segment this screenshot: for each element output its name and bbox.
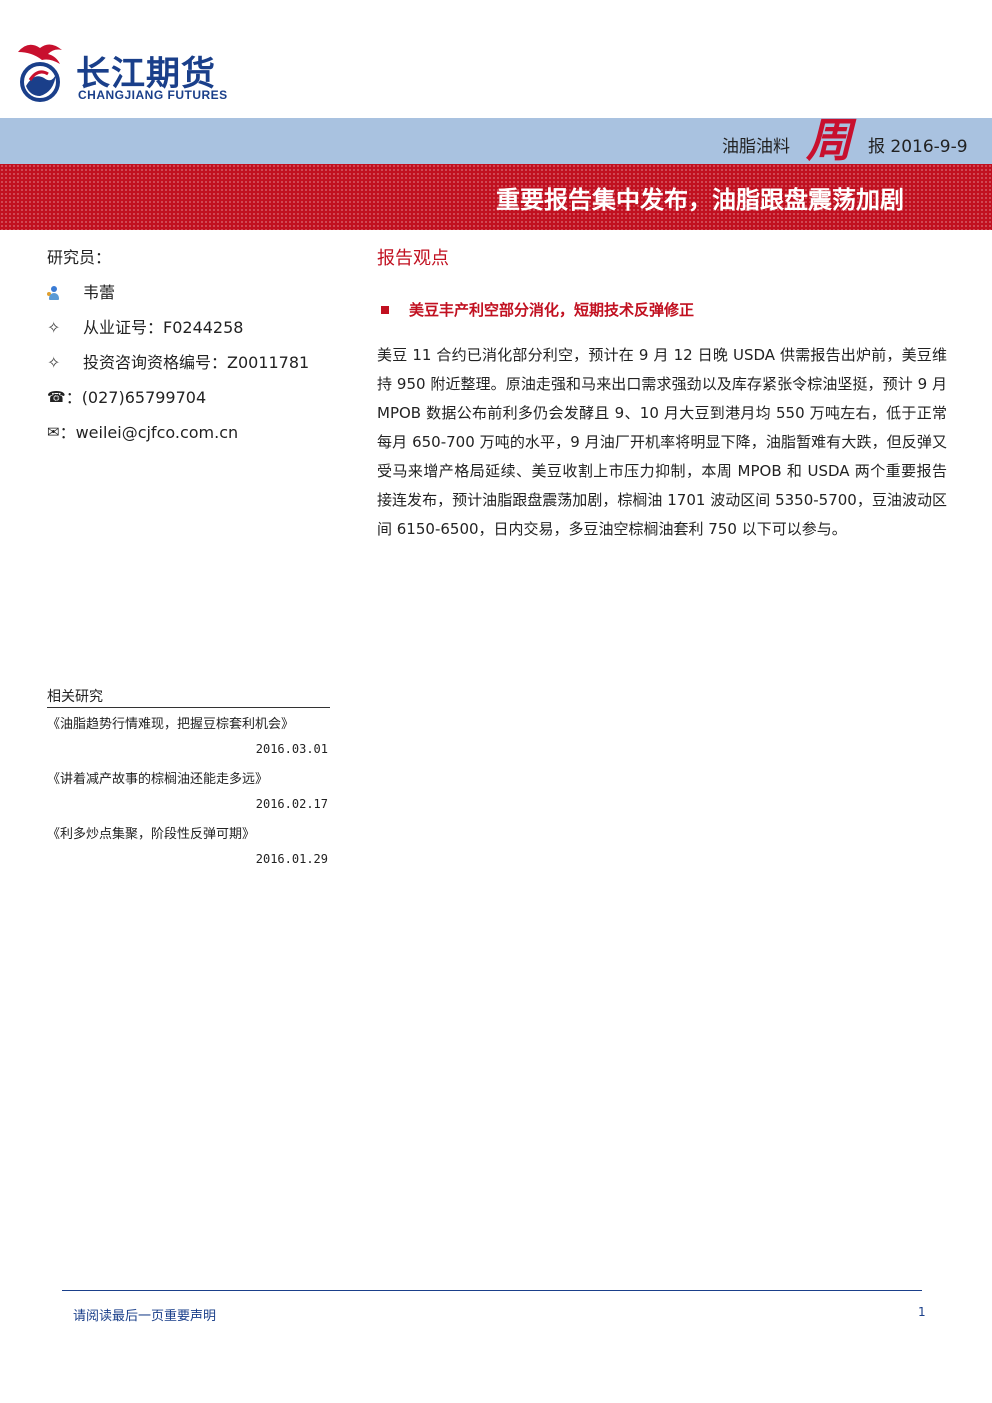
related-item-date: 2016.02.17	[255, 797, 328, 811]
email-row: ✉ ：weilei@cjfco.com.cn	[47, 415, 337, 450]
report-viewpoint: 报告观点 美豆丰产利空部分消化，短期技术反弹修正 美豆 11 合约已消化部分利空…	[377, 244, 947, 544]
footer-divider	[62, 1290, 922, 1291]
phone-number: ：(027)65799704	[65, 388, 207, 407]
related-item-title[interactable]: 《讲着减产故事的棕榈油还能走多远》	[47, 772, 269, 787]
logo-emblem-icon	[18, 44, 62, 102]
related-item-date: 2016.03.01	[255, 742, 328, 756]
advisory-number: 投资咨询资格编号：Z0011781	[83, 353, 310, 372]
square-bullet-icon	[381, 305, 389, 314]
report-type-band: 油脂油料 周 报 2016-9-9	[0, 113, 992, 167]
footer-notice: 请阅读最后一页重要声明	[73, 1309, 217, 1324]
company-logo: 长江期货 CHANGJIANG FUTURES	[10, 38, 250, 108]
phone-icon: ☎	[47, 388, 66, 406]
email-address[interactable]: ：weilei@cjfco.com.cn	[59, 423, 239, 442]
related-research: 相关研究 《油脂趋势行情难现，把握豆棕套利机会》 2016.03.01 《讲着减…	[47, 686, 330, 878]
analyst-name: 韦蕾	[83, 283, 116, 302]
title-band: 重要报告集中发布，油脂跟盘震荡加剧	[0, 164, 992, 230]
analyst-name-row: 韦蕾	[47, 275, 337, 310]
related-heading: 相关研究	[47, 686, 330, 708]
related-item-title[interactable]: 《利多炒点集聚，阶段性反弹可期》	[47, 827, 256, 842]
related-item[interactable]: 《利多炒点集聚，阶段性反弹可期》 2016.01.29	[47, 823, 330, 866]
license-number: 从业证号：F0244258	[83, 318, 244, 337]
star-icon: ✧	[47, 318, 61, 337]
bullet-heading: 美豆丰产利空部分消化，短期技术反弹修正	[377, 299, 947, 320]
logo-english-name: CHANGJIANG FUTURES	[78, 88, 228, 102]
related-item-title[interactable]: 《油脂趋势行情难现，把握豆棕套利机会》	[47, 717, 295, 732]
advisory-row: ✧ 投资咨询资格编号：Z0011781	[47, 345, 337, 380]
analyst-info: 研究员： 韦蕾 ✧ 从业证号：F0244258 ✧ 投资咨询资格编号：Z0011…	[47, 240, 337, 450]
analyst-label: 研究员：	[47, 248, 112, 267]
related-item[interactable]: 《油脂趋势行情难现，把握豆棕套利机会》 2016.03.01	[47, 713, 330, 756]
report-body: 美豆 11 合约已消化部分利空，预计在 9 月 12 日晚 USDA 供需报告出…	[377, 346, 947, 538]
related-item[interactable]: 《讲着减产故事的棕榈油还能走多远》 2016.02.17	[47, 768, 330, 811]
logo-chinese-name: 长江期货	[76, 54, 216, 94]
phone-row: ☎ ：(027)65799704	[47, 380, 337, 415]
weekly-mark: 周	[806, 113, 852, 167]
license-row: ✧ 从业证号：F0244258	[47, 310, 337, 345]
report-category: 油脂油料	[722, 137, 790, 157]
star-icon: ✧	[47, 353, 61, 372]
page-number: 1	[918, 1305, 926, 1319]
envelope-icon: ✉	[47, 423, 60, 441]
related-item-date: 2016.01.29	[255, 852, 328, 866]
report-date: 报 2016-9-9	[868, 137, 968, 157]
section-title: 报告观点	[377, 248, 449, 269]
person-icon	[47, 285, 61, 300]
bullet-heading-text: 美豆丰产利空部分消化，短期技术反弹修正	[409, 301, 695, 319]
report-title: 重要报告集中发布，油脂跟盘震荡加剧	[496, 186, 904, 214]
